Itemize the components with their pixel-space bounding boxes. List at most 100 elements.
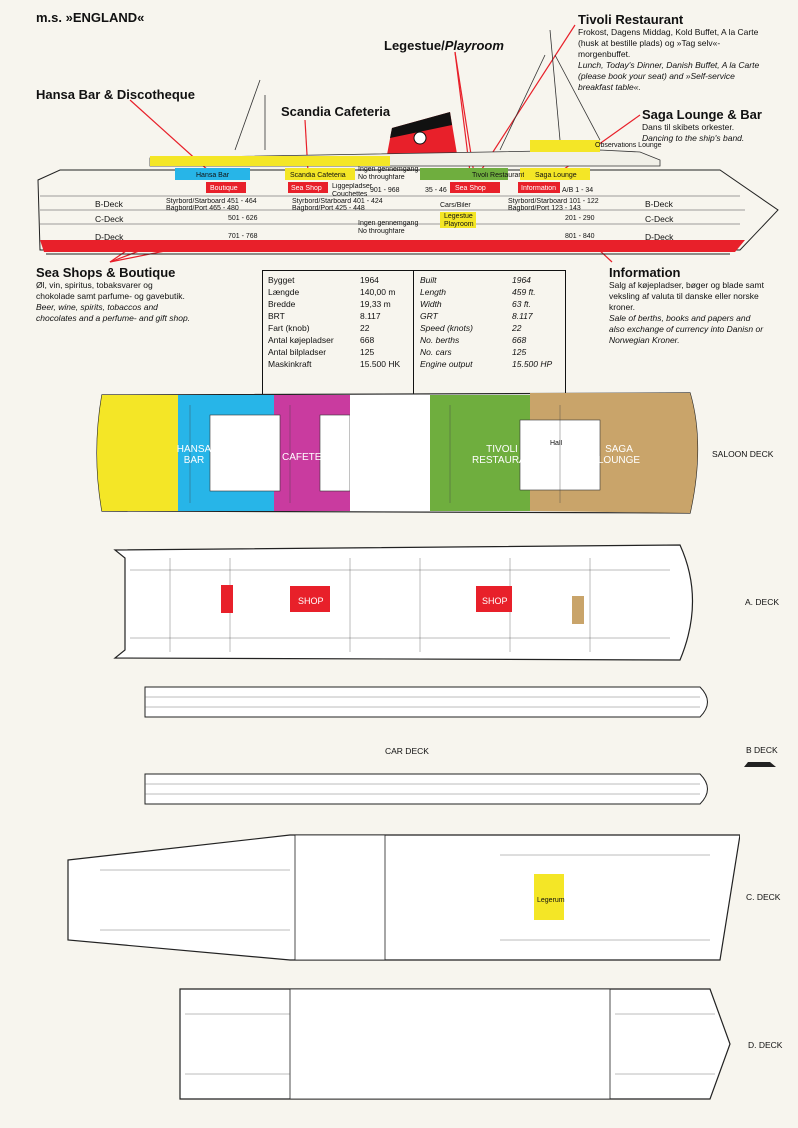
spec-row: Speed (knots) 22 [420,323,570,335]
saga-en: Dancing to the ship's band. [642,133,745,143]
shops-heading: Sea Shops & Boutique [36,265,176,280]
spec-row: Built 1964 [420,275,570,287]
profile-playroom-label: Legestue [444,213,473,220]
profile-deck-right: D-Deck [645,232,674,242]
deck-label-c: C. DECK [746,892,781,902]
spec-key: BRT [268,311,285,321]
spec-value: 8.117 [512,311,533,321]
plan-hansa-label: HANSA BAR [176,444,212,466]
profile-nothrough-label: Ingen gennemgang [358,166,419,173]
profile-nothrough-label-4: No throughfare [358,228,405,235]
b-deck-plan [144,686,708,805]
spec-key: Bredde [268,299,296,309]
spec-key: Built [420,275,437,285]
spec-value: 668 [512,335,527,345]
spec-value: 1964 [360,275,379,285]
spec-key: No. berths [420,335,460,345]
d-deck-plan [179,988,731,1100]
plan-shop-label-2: SHOP [482,597,508,606]
spec-row: No. cars 125 [420,347,570,359]
profile-number: Bagbord/Port 425 - 448 [292,205,365,212]
profile-deck-left: C-Deck [95,214,124,224]
saga-callout: Saga Lounge & Bar Dans til skibets orkes… [642,107,792,144]
spec-value: 668 [360,335,375,345]
plan-tivoli-label: TIVOLI RESTAURANT [472,444,532,466]
spec-row: No. berths 668 [420,335,570,347]
info-da-line: kroner. [609,302,635,312]
spec-key: Antal køjepladser [268,335,334,345]
deck-label-a: A. DECK [745,597,780,607]
profile-number: Styrbord/Starboard 451 - 464 [166,198,257,205]
profile-tivoli-label: Tivoli Restaurant [472,172,525,179]
profile-number: A/B 1 - 34 [562,187,594,194]
tivoli-da-line: Frokost, Dagens Middag, Kold Buffet, A l… [578,27,759,37]
spec-key: No. cars [420,347,452,357]
deck-label-car: CAR DECK [385,746,429,756]
profile-saga-label: Saga Lounge [535,172,577,179]
plan-cafeteria-label: CAFETERIA [282,452,339,463]
tivoli-en-line: breakfast table«. [578,82,641,92]
spec-key: Bygget [268,275,295,285]
profile-scandia-label: Scandia Cafeteria [290,172,346,179]
spec-value: 125 [512,347,527,357]
profile-number: Styrbord/Starboard 401 - 424 [292,198,383,205]
c-deck-plan [67,834,740,961]
profile-liggepladser-label: Liggepladser [332,183,373,190]
saga-da: Dans til skibets orkester. [642,122,735,132]
tivoli-en-line: (please book your seat) and »Self-servic… [578,71,735,81]
car-icon [744,762,776,767]
information-callout: Information Salg af køjepladser, bøger o… [609,265,794,346]
spec-key: Antal bilpladser [268,347,327,357]
a-deck-plan [113,544,694,661]
spec-value: 15.500 HP [512,359,553,369]
shops-callout: Sea Shops & Boutique Øl, vin, spiritus, … [36,265,256,324]
profile-observation-label: Observations Lounge [595,142,662,149]
profile-nothrough-label-en: No throughfare [358,174,405,181]
profile-number: 501 - 626 [228,215,258,222]
plan-saga-label: SAGA LOUNGE [597,444,641,466]
spec-row: BRT 8.117 [268,311,418,323]
profile-nothrough-label-3: Ingen gennemgang [358,220,419,227]
spec-key: Length [420,287,446,297]
profile-deck-left: B-Deck [95,199,123,209]
plan-legerum-label: Legerum [537,897,565,904]
spec-value: 15.500 HK [360,359,401,369]
spec-key: Maskinkraft [268,359,312,369]
deck-label-b: B DECK [746,745,778,755]
shops-en-line: Beer, wine, spirits, tobaccos and [36,302,158,312]
profile-playroom-label-en: Playroom [444,221,474,228]
profile-cars-label: Cars/Biler [440,202,471,209]
profile-hansa-label: Hansa Bar [196,172,230,179]
ship-profile [37,24,779,263]
spec-value: 22 [512,323,522,333]
info-da-line: veksling af valuta til danske eller nors… [609,291,759,301]
profile-couchettes-label: Couchettes [332,191,368,198]
spec-row: Antal køjepladser 668 [268,335,418,347]
saloon-deck-plan [96,392,699,514]
spec-value: 1964 [512,275,531,285]
spec-key: Speed (knots) [420,323,473,333]
profile-boutique-label: Boutique [210,185,238,192]
info-en-line: Norwegian Kroner. [609,335,680,345]
hull-stripe [40,240,745,252]
spec-row: Maskinkraft 15.500 HK [268,359,418,371]
shops-en-line: chocolates and a perfume- and gift shop. [36,313,191,323]
profile-seashop-label: Sea Shop [291,185,322,192]
profile-number: 701 - 768 [228,233,258,240]
legestue-heading: Legestue/Playroom [384,38,504,53]
saga-heading: Saga Lounge & Bar [642,107,762,122]
info-en-line: also exchange of currency into Danisn or [609,324,764,334]
spec-value: 8.117 [360,311,381,321]
plan-hall-label: Hall [550,440,563,447]
shops-da-line: chokolade samt parfume- og gavebutik. [36,291,185,301]
shops-da-line: Øl, vin, spiritus, tobaksvarer og [36,280,153,290]
profile-seashop-label-2: Sea Shop [455,185,486,192]
